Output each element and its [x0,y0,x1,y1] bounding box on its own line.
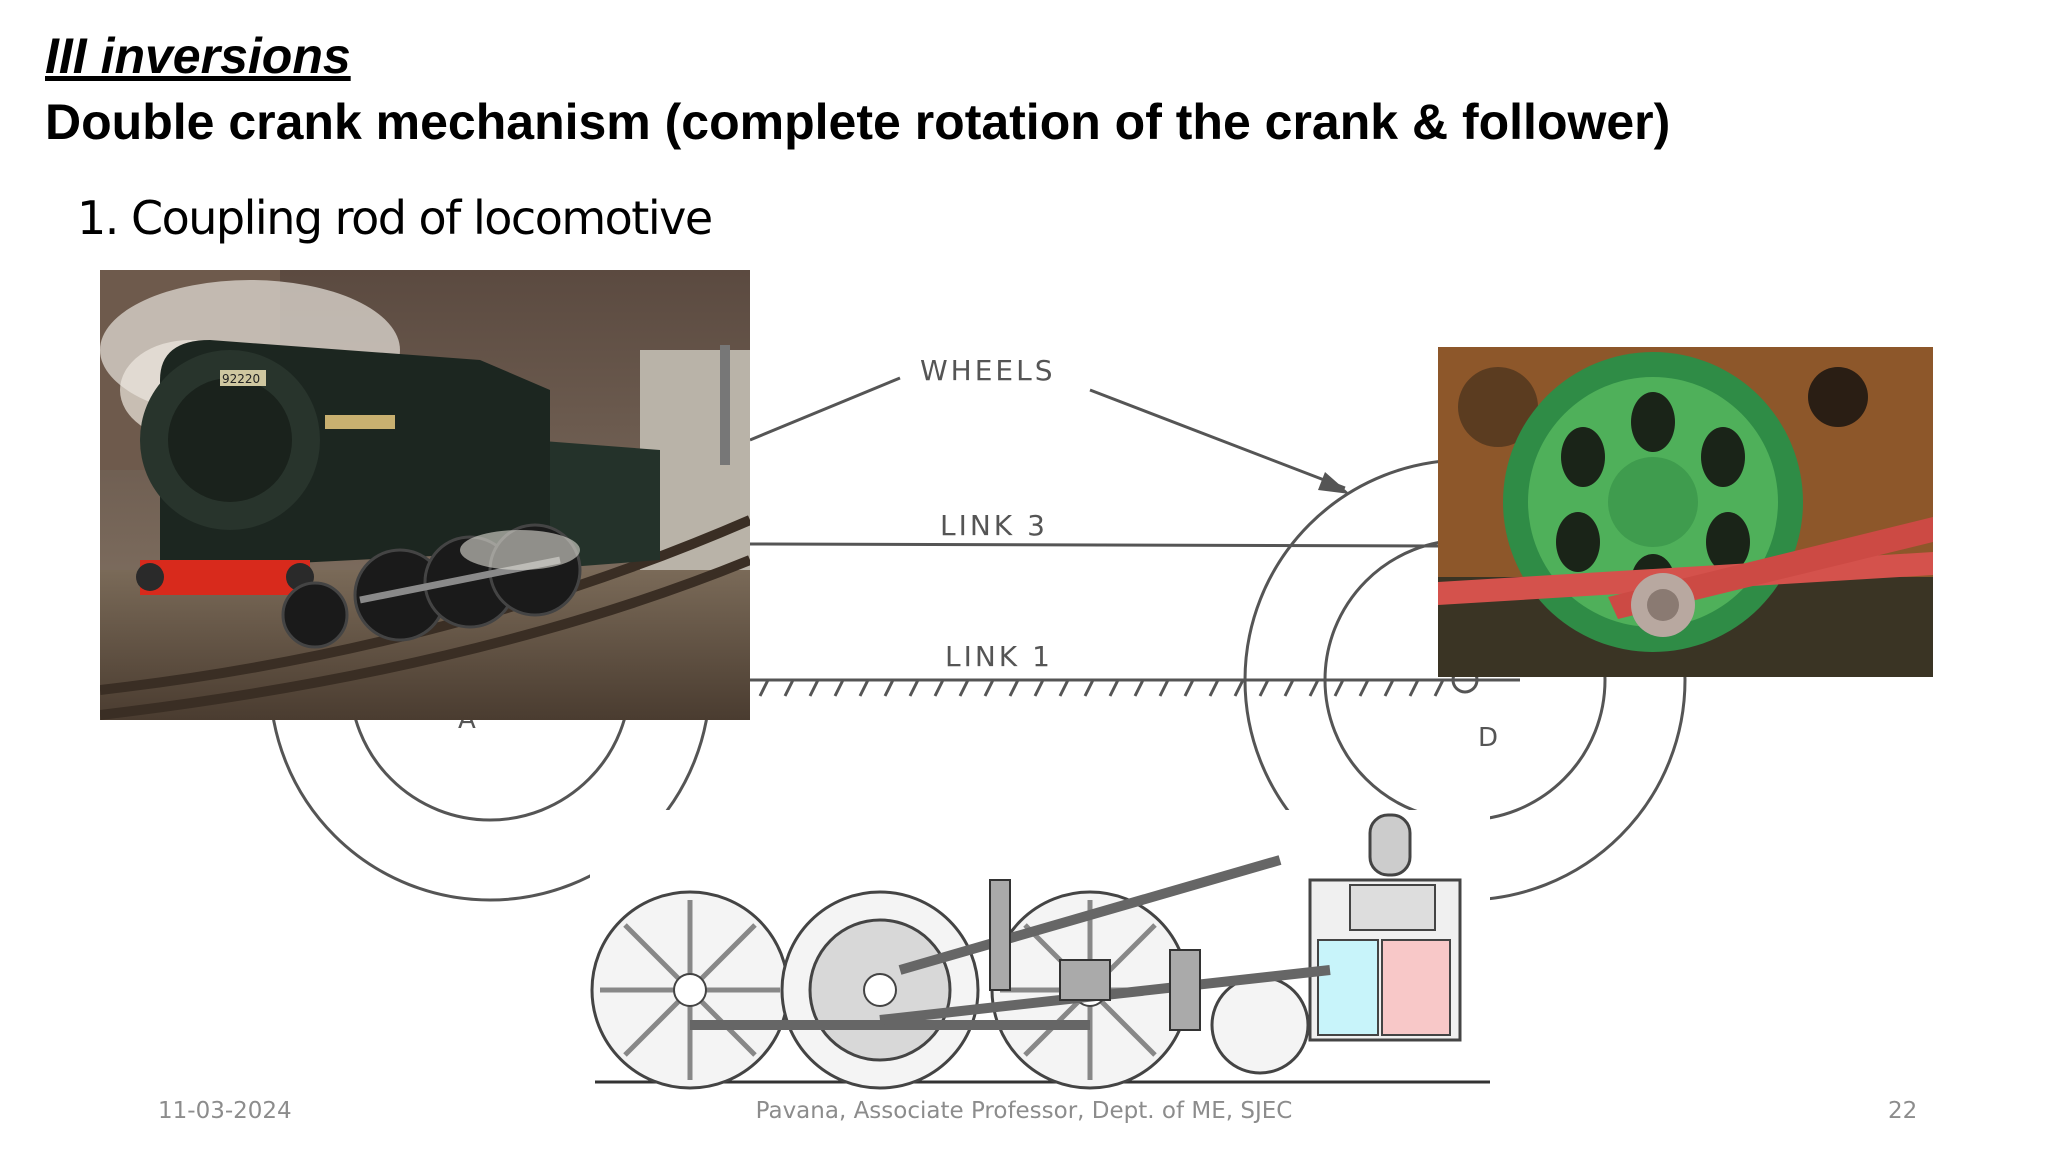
footer-author: Pavana, Associate Professor, Dept. of ME… [755,1098,1293,1124]
label-wheels: WHEELS [920,354,1056,387]
locomotive-photo: 92220 [100,270,750,720]
bullet-item: 1. Coupling rod of locomotive [77,191,713,245]
footer-date: 11-03-2024 [158,1098,292,1124]
link3-line [747,542,1441,548]
valve-gear-schematic [590,810,1490,1090]
pony-wheel [1210,975,1310,1075]
wheels-pointer-right [1089,388,1346,490]
footer-page-number: 22 [1888,1098,1918,1124]
wheel-photo [1438,347,1933,677]
label-link1: LINK 1 [945,640,1053,673]
wheels-arrowhead [1318,472,1350,494]
label-d: D [1478,723,1498,753]
ground-hatching [758,679,1445,697]
label-link3: LINK 3 [940,509,1048,542]
cylinder-exhaust-side [1381,939,1451,1036]
buffer-beam [140,560,310,595]
cylinder-steam-side [1317,939,1379,1036]
slide-subheading: Double crank mechanism (complete rotatio… [45,94,1671,150]
slide-heading: III inversions [45,28,351,84]
wheels-pointer-left [749,376,901,442]
number-plate: 92220 [222,372,260,386]
